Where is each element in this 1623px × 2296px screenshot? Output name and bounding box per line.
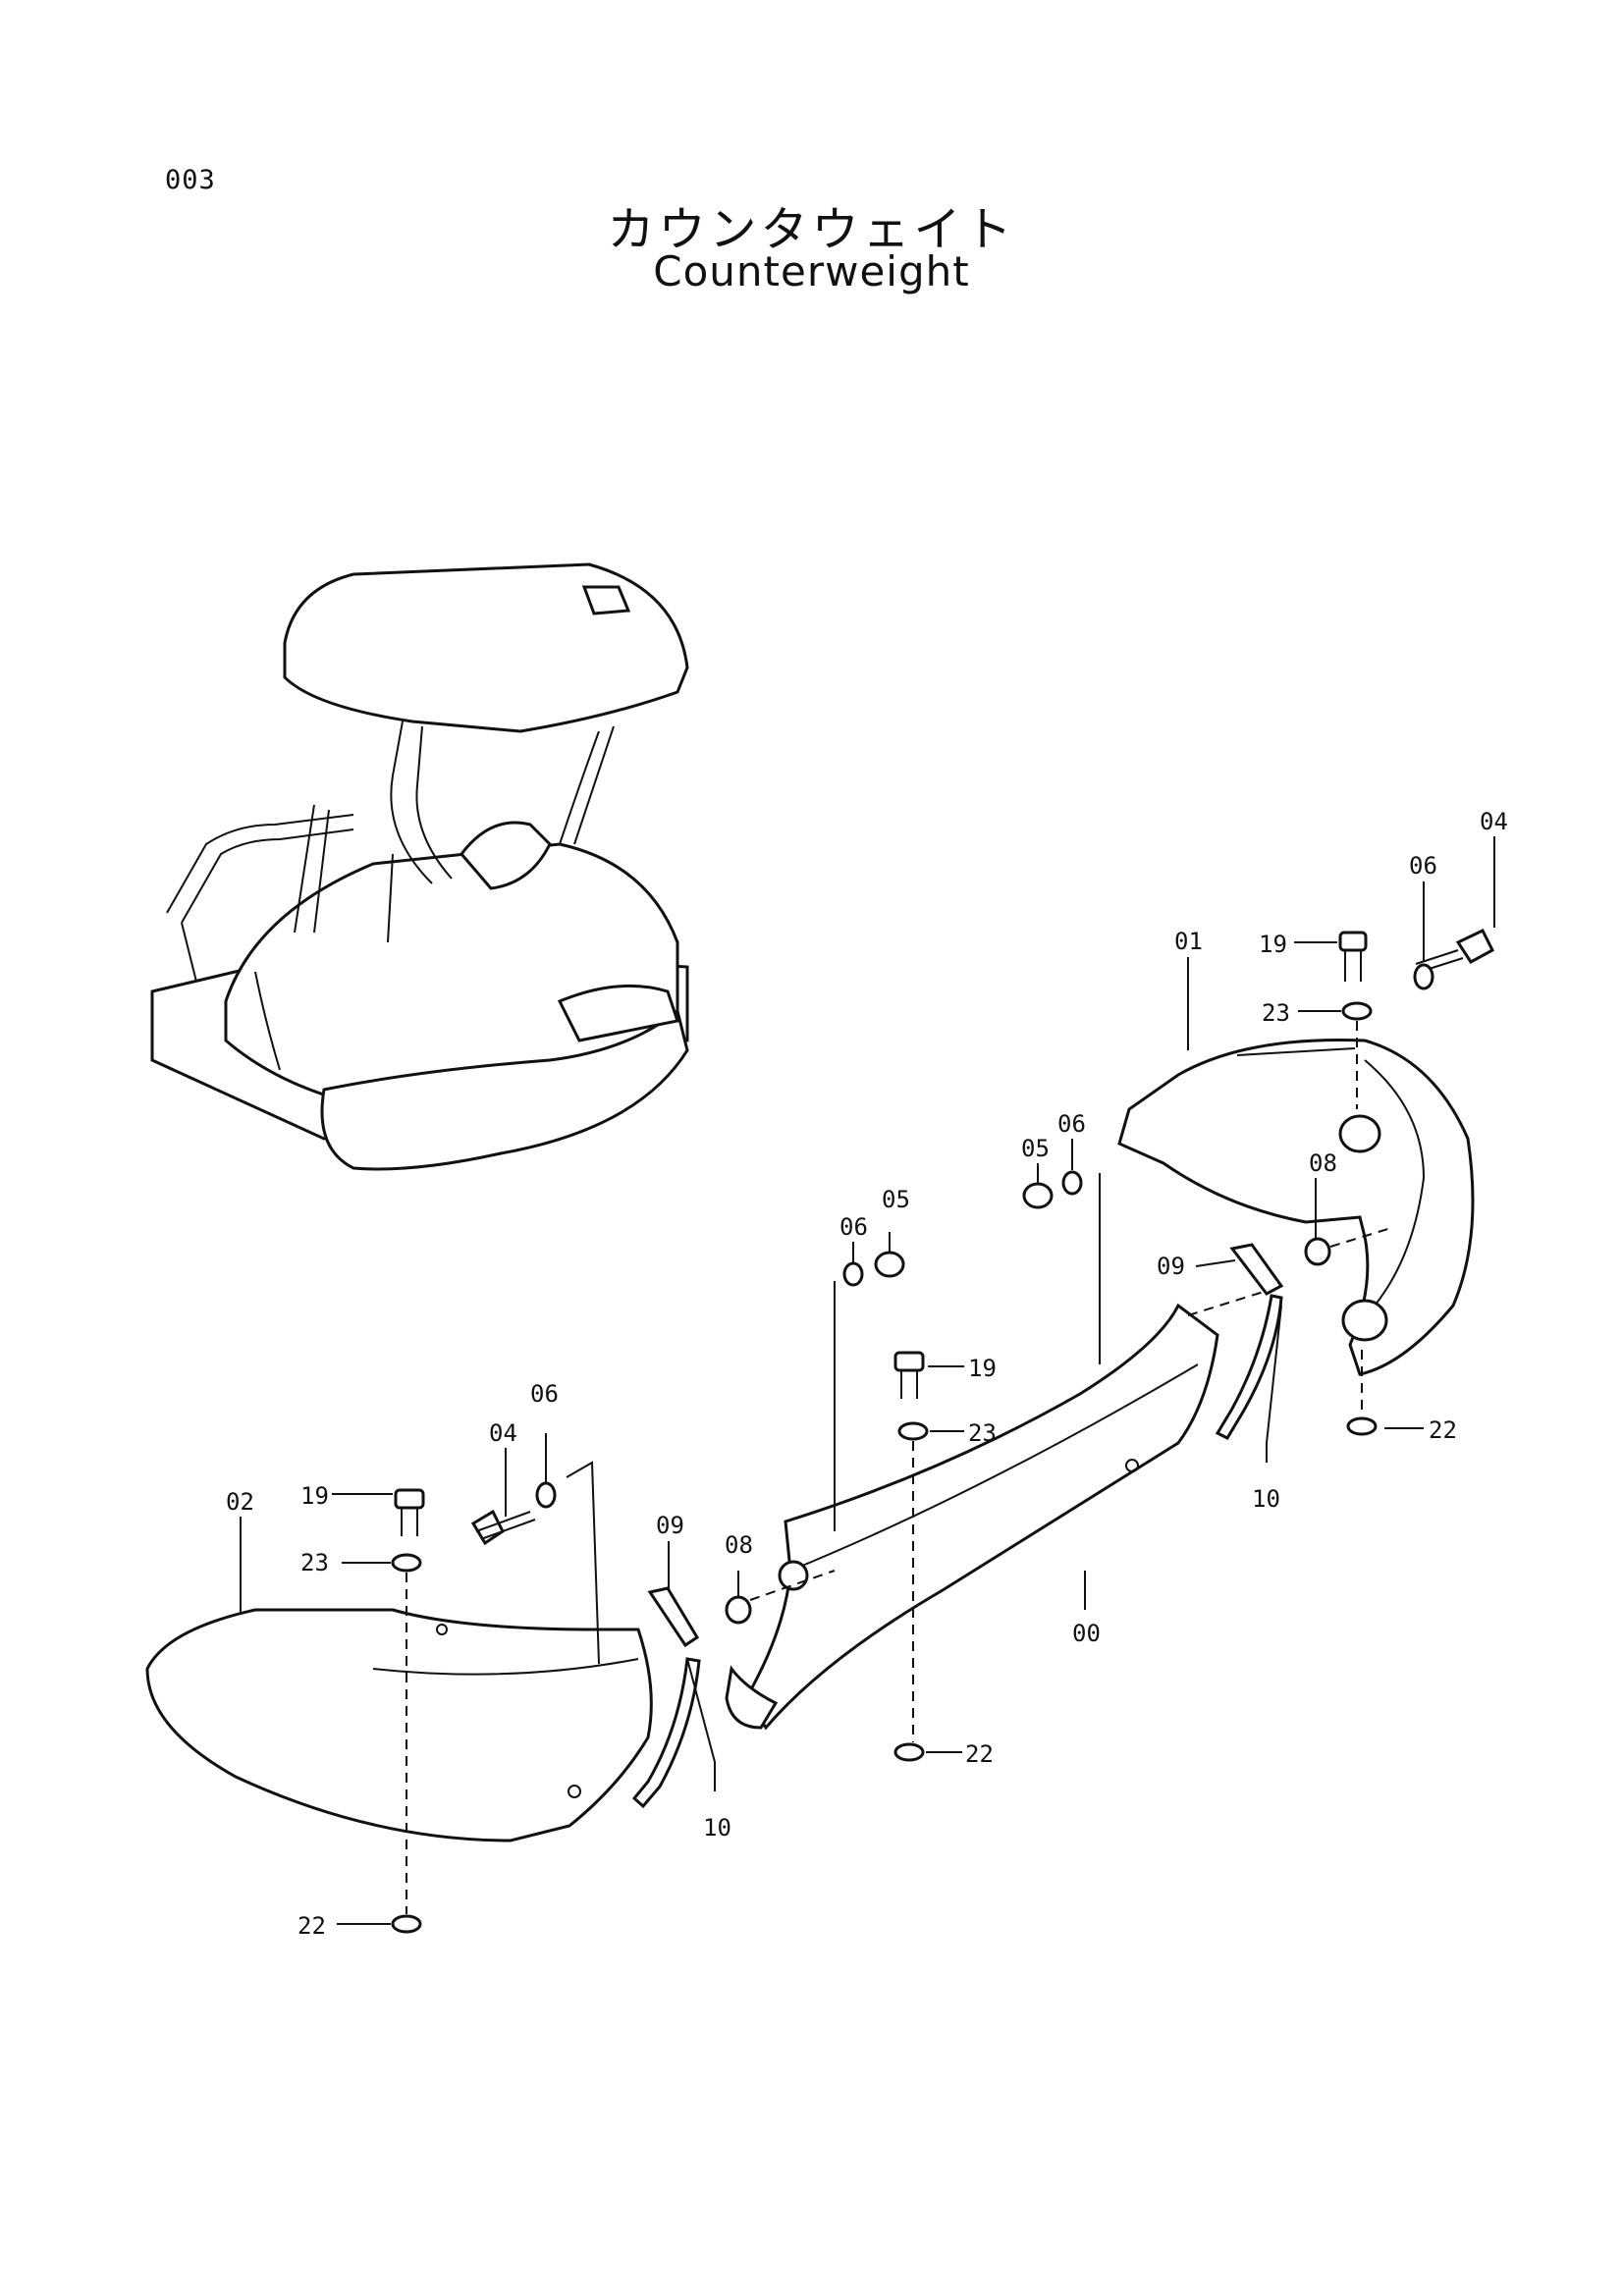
callout-22-left: 22	[298, 1912, 326, 1940]
hardware	[391, 929, 1494, 1934]
callout-05-center: 05	[1021, 1135, 1050, 1162]
callout-09-left: 09	[656, 1512, 684, 1539]
callout-19-left: 19	[300, 1482, 329, 1510]
title-japanese: カウンタウェイト	[607, 202, 1016, 257]
callout-10-right: 10	[1252, 1485, 1280, 1513]
part-02-left-cover	[145, 1608, 653, 1842]
seal-strips	[631, 1243, 1284, 1809]
callout-08-left: 08	[725, 1531, 753, 1559]
callout-00: 00	[1072, 1620, 1101, 1647]
callout-06-left-center: 06	[839, 1213, 868, 1241]
title-english: Counterweight	[653, 247, 970, 295]
callout-04-right: 04	[1480, 808, 1508, 835]
callout-09-right: 09	[1157, 1253, 1185, 1280]
machine-overview-illustration	[150, 562, 689, 1171]
part-00-center-counterweight	[725, 1303, 1219, 1731]
callout-23-right: 23	[1262, 999, 1290, 1027]
leader-lines	[240, 836, 1495, 1925]
callout-22-right: 22	[1429, 1416, 1457, 1444]
callout-06-center: 06	[1057, 1110, 1086, 1138]
page-number: 003	[165, 165, 216, 195]
callout-02: 02	[226, 1488, 254, 1516]
callout-06-left: 06	[530, 1380, 559, 1408]
callout-05-left-center: 05	[882, 1186, 910, 1213]
callout-19-center: 19	[968, 1355, 997, 1382]
callout-19-right: 19	[1259, 931, 1287, 958]
alignment-lines	[406, 1021, 1395, 1914]
part-01-right-cover	[1117, 1038, 1475, 1376]
callout-22-center: 22	[965, 1740, 994, 1768]
callout-01: 01	[1174, 928, 1203, 955]
callout-labels: 04 06 19 23 01 05 06 08 09 06 05 19 23 2…	[226, 808, 1508, 1940]
callout-23-center: 23	[968, 1419, 997, 1447]
callout-08-right: 08	[1309, 1149, 1337, 1177]
callout-04-left: 04	[489, 1419, 517, 1447]
callout-10-left: 10	[703, 1814, 731, 1842]
callout-23-left: 23	[300, 1549, 329, 1576]
callout-06-right-top: 06	[1409, 852, 1437, 880]
